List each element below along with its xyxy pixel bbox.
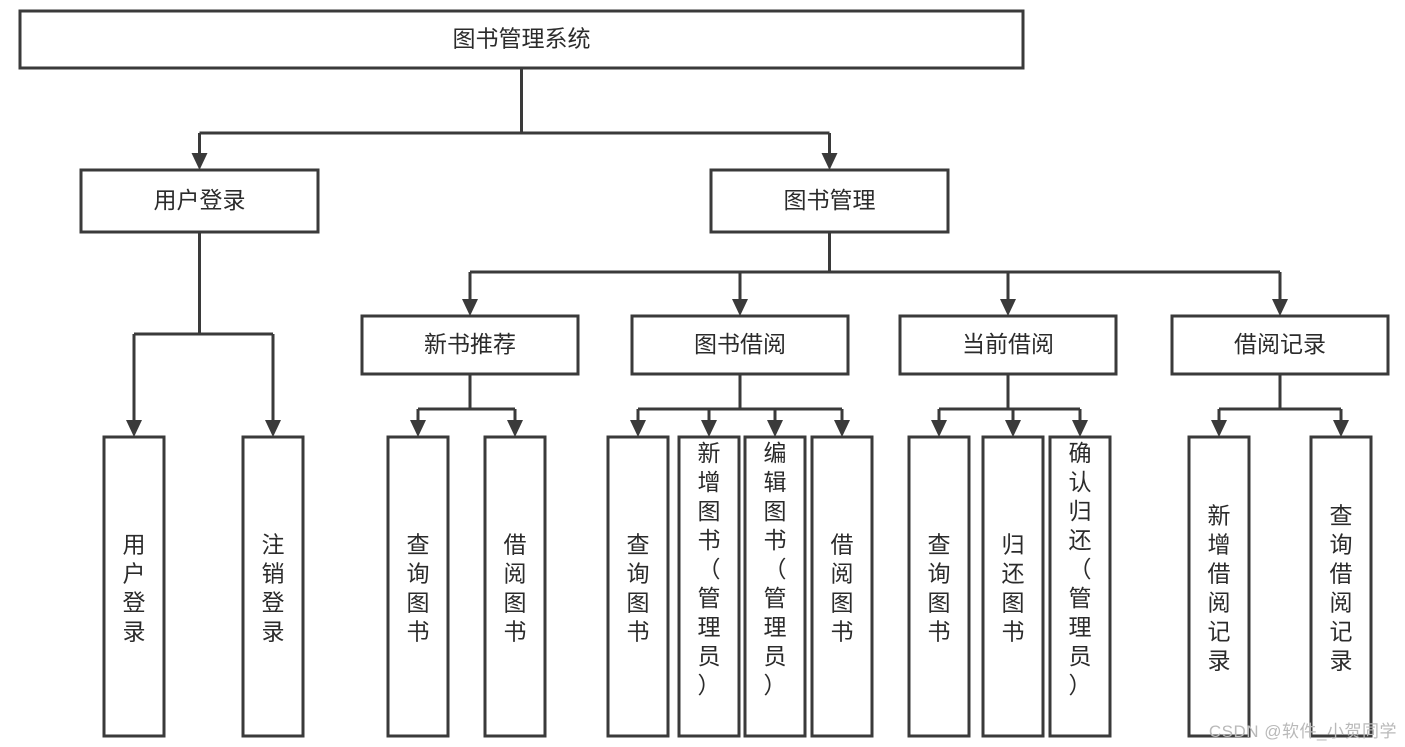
node-label-new-book-rec: 新书推荐 xyxy=(424,331,516,357)
arrow-head-borrow-record xyxy=(1272,299,1288,316)
node-box-leaf-query-book-1 xyxy=(386,435,450,738)
node-label-leaf-add-record: 新增借阅记录 xyxy=(1208,503,1231,674)
node-label-book-manage: 图书管理 xyxy=(784,187,876,213)
node-label-user-login: 用户登录 xyxy=(154,187,246,213)
node-root[interactable]: 图书管理系统 xyxy=(18,9,1025,70)
node-user-logout-leaf[interactable]: 注销登录 xyxy=(241,435,305,738)
node-label-user-login-leaf: 用户登录 xyxy=(123,532,146,645)
node-leaf-add-record[interactable]: 新增借阅记录 xyxy=(1187,435,1251,738)
node-book-manage[interactable]: 图书管理 xyxy=(709,168,950,234)
node-label-leaf-add-book: 新增图书（管理员） xyxy=(698,440,721,698)
node-borrow-record[interactable]: 借阅记录 xyxy=(1170,314,1390,376)
node-user-login-leaf[interactable]: 用户登录 xyxy=(102,435,166,738)
node-leaf-query-record[interactable]: 查询借阅记录 xyxy=(1309,435,1373,738)
node-label-book-borrow: 图书借阅 xyxy=(694,331,786,357)
node-label-leaf-query-record: 查询借阅记录 xyxy=(1330,503,1353,674)
arrow-head-user-logout-leaf xyxy=(265,420,281,437)
node-label-leaf-edit-book: 编辑图书（管理员） xyxy=(764,440,787,698)
node-label-user-logout-leaf: 注销登录 xyxy=(262,532,285,645)
arrow-head-current-borrow xyxy=(1000,299,1016,316)
arrow-head-leaf-query-record xyxy=(1333,420,1349,437)
arrow-head-user-login-leaf xyxy=(126,420,142,437)
node-box-leaf-borrow-book-1 xyxy=(483,435,547,738)
node-leaf-return-book[interactable]: 归还图书 xyxy=(981,435,1045,738)
node-box-leaf-confirm-return xyxy=(1048,435,1112,738)
node-box-leaf-borrow-book-2 xyxy=(810,435,874,738)
node-current-borrow[interactable]: 当前借阅 xyxy=(898,314,1118,376)
arrow-head-leaf-query-book-2 xyxy=(630,420,646,437)
node-leaf-query-book-1[interactable]: 查询图书 xyxy=(386,435,450,738)
node-leaf-query-book-2[interactable]: 查询图书 xyxy=(606,435,670,738)
node-label-borrow-record: 借阅记录 xyxy=(1234,331,1326,357)
node-leaf-confirm-return[interactable]: 确认归还（管理员） xyxy=(1048,435,1112,738)
node-book-borrow[interactable]: 图书借阅 xyxy=(630,314,850,376)
node-box-leaf-add-book xyxy=(677,435,741,738)
arrow-head-leaf-borrow-book-2 xyxy=(834,420,850,437)
arrow-head-user-login xyxy=(191,153,208,170)
node-box-leaf-add-record xyxy=(1187,435,1251,738)
node-label-leaf-borrow-book-2: 借阅图书 xyxy=(831,532,854,645)
arrow-head-leaf-confirm-return xyxy=(1072,420,1088,437)
node-box-user-logout-leaf xyxy=(241,435,305,738)
node-box-root xyxy=(18,9,1025,70)
node-box-borrow-record xyxy=(1170,314,1390,376)
node-leaf-query-book-3[interactable]: 查询图书 xyxy=(907,435,971,738)
node-box-leaf-query-book-3 xyxy=(907,435,971,738)
arrow-head-new-book-rec xyxy=(462,299,478,316)
node-new-book-rec[interactable]: 新书推荐 xyxy=(360,314,580,376)
arrow-head-leaf-return-book xyxy=(1005,420,1021,437)
connectors-layer xyxy=(126,68,1349,437)
node-label-leaf-query-book-2: 查询图书 xyxy=(627,532,650,645)
node-box-book-borrow xyxy=(630,314,850,376)
arrow-head-book-borrow xyxy=(732,299,748,316)
nodes-layer: 图书管理系统用户登录图书管理新书推荐图书借阅当前借阅借阅记录用户登录注销登录查询… xyxy=(18,9,1390,738)
node-leaf-borrow-book-1[interactable]: 借阅图书 xyxy=(483,435,547,738)
node-box-leaf-return-book xyxy=(981,435,1045,738)
node-box-new-book-rec xyxy=(360,314,580,376)
node-leaf-edit-book[interactable]: 编辑图书（管理员） xyxy=(743,435,807,738)
arrow-head-leaf-borrow-book-1 xyxy=(507,420,523,437)
node-box-book-manage xyxy=(709,168,950,234)
node-box-leaf-edit-book xyxy=(743,435,807,738)
arrow-head-book-manage xyxy=(821,153,838,170)
arrow-head-leaf-query-book-1 xyxy=(410,420,426,437)
node-label-leaf-return-book: 归还图书 xyxy=(1002,532,1025,645)
node-label-current-borrow: 当前借阅 xyxy=(962,331,1054,357)
arrow-head-leaf-edit-book xyxy=(767,420,783,437)
node-box-leaf-query-record xyxy=(1309,435,1373,738)
node-label-leaf-query-book-3: 查询图书 xyxy=(928,532,951,645)
node-label-leaf-confirm-return: 确认归还（管理员） xyxy=(1069,440,1092,698)
node-label-leaf-query-book-1: 查询图书 xyxy=(407,532,430,645)
node-leaf-borrow-book-2[interactable]: 借阅图书 xyxy=(810,435,874,738)
arrow-head-leaf-add-record xyxy=(1211,420,1227,437)
node-box-user-login-leaf xyxy=(102,435,166,738)
node-box-current-borrow xyxy=(898,314,1118,376)
node-label-leaf-borrow-book-1: 借阅图书 xyxy=(504,532,527,645)
node-leaf-add-book[interactable]: 新增图书（管理员） xyxy=(677,435,741,738)
node-box-leaf-query-book-2 xyxy=(606,435,670,738)
node-user-login[interactable]: 用户登录 xyxy=(79,168,320,234)
node-label-root: 图书管理系统 xyxy=(453,26,591,52)
arrow-head-leaf-query-book-3 xyxy=(931,420,947,437)
arrow-head-leaf-add-book xyxy=(701,420,717,437)
node-box-user-login xyxy=(79,168,320,234)
